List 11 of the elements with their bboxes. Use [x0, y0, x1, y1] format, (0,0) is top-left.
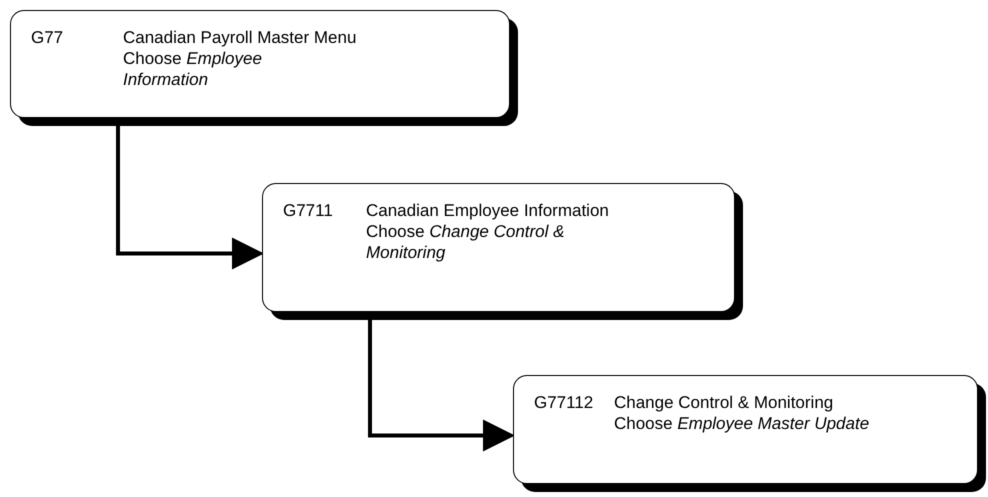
- arrow: [116, 126, 264, 270]
- menu-code: G77112: [534, 392, 594, 413]
- menu-title: Canadian Employee Information: [366, 200, 609, 221]
- menu-title: Change Control & Monitoring: [614, 392, 834, 413]
- arrow: [368, 320, 515, 452]
- menu-code: G7711: [283, 200, 334, 221]
- menu-instruction: Choose Change Control & Monitoring: [366, 221, 566, 263]
- menu-code: G77: [31, 27, 64, 48]
- menu-instruction: Choose Employee Master Update: [614, 413, 870, 434]
- menu-title: Canadian Payroll Master Menu: [123, 27, 356, 48]
- menu-instruction: Choose Employee Information: [123, 48, 263, 90]
